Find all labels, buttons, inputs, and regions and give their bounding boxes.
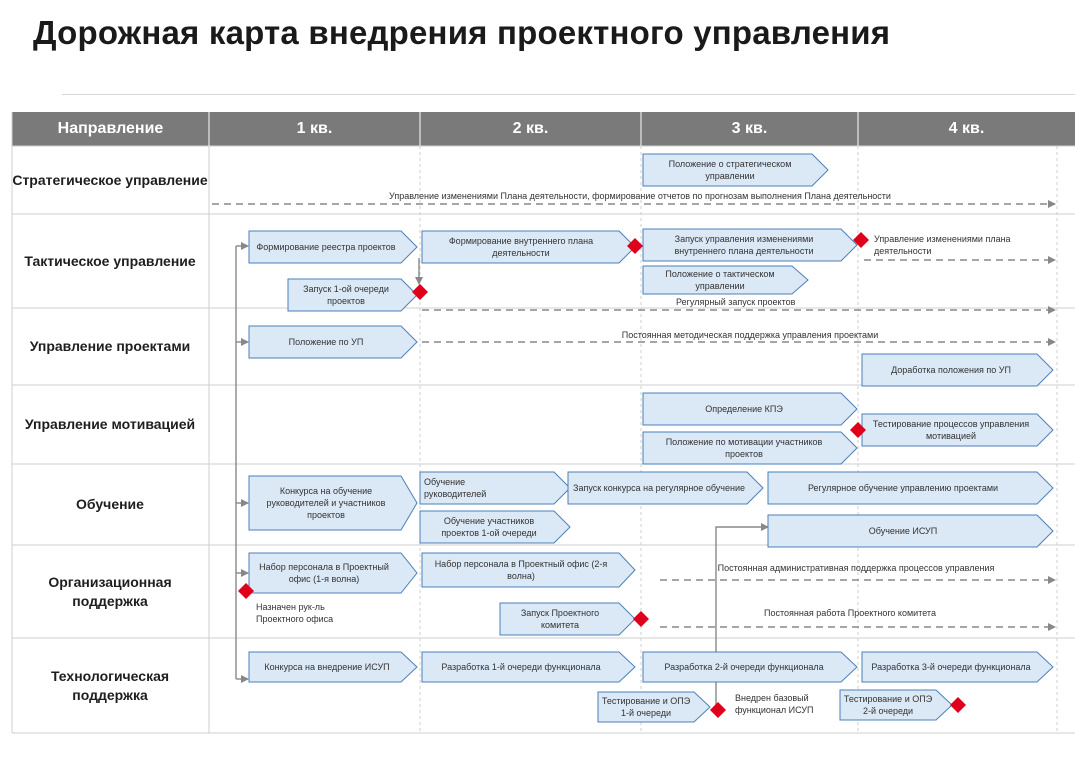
activity-boxes: [248, 153, 1054, 723]
box-label: Запуск конкурса на регулярное обучение: [573, 483, 745, 493]
box-up-pos: [248, 325, 418, 359]
box-tact-reestr: [248, 230, 418, 264]
note-tact-regul: Регулярный запуск проектов: [676, 297, 796, 307]
box-tact-vnutr: [421, 230, 636, 264]
box-label: Обучение участников проектов 1-ой очеред…: [441, 516, 537, 538]
box-label: Запуск 1-ой очереди проектов: [303, 284, 389, 306]
box-label: Конкурса на внедрение ИСУП: [264, 662, 390, 672]
row-label-strategic: Стратегическое управление: [12, 171, 208, 188]
box-label: Тестирование и ОПЭ 1-й очереди: [601, 696, 691, 718]
box-label: Регулярное обучение управлению проектами: [807, 483, 999, 493]
note-up-line: Постоянная методическая поддержка управл…: [621, 330, 879, 340]
box-mot-kpe: [642, 392, 858, 426]
box-label: Конкурса на обучение руководителей и уча…: [266, 486, 386, 520]
milestone-tech-1: [710, 702, 726, 718]
box-ob-uch: [419, 510, 571, 544]
box-label: Тестирование и ОПЭ 2-й очереди: [843, 694, 933, 716]
box-label: Тестирование процессов управления мотива…: [872, 419, 1030, 441]
milestone-mot: [850, 422, 866, 438]
dashed-arrows: [212, 200, 1056, 631]
note-tech-vnedren: Внедрен базовый функционал ИСУП: [735, 693, 814, 715]
note-tact-upr: Управление изменениями плана деятельност…: [874, 234, 1011, 256]
page-title: Дорожная карта внедрения проектного упра…: [33, 14, 891, 51]
milestone-org-1: [238, 583, 254, 599]
milestone-tact-1: [627, 238, 643, 254]
box-tech-test2: [839, 689, 953, 721]
header-q1: 1 кв.: [296, 120, 333, 137]
note-strat-line: Управление изменениями Плана деятельност…: [389, 191, 891, 201]
header-q2: 2 кв.: [512, 120, 549, 137]
box-ob-zapusk: [567, 471, 764, 505]
header-bar: [12, 112, 1075, 146]
row-label-motivation: Управление мотивацией: [24, 416, 196, 432]
box-tact-pos: [642, 265, 809, 295]
box-label: Положение по мотивации участников проект…: [665, 437, 823, 459]
box-label: Формирование внутреннего плана деятельно…: [448, 236, 594, 258]
row-label-org-support: Организационная поддержка: [48, 573, 172, 609]
box-label: Разработка 1-й очереди функционала: [441, 662, 601, 672]
box-label: Формирование реестра проектов: [256, 242, 396, 252]
milestone-tact-3: [412, 284, 428, 300]
box-org-nabor2: [421, 552, 636, 588]
box-label: Запуск управления изменениями внутреннег…: [674, 234, 814, 256]
row-label-training: Обучение: [76, 496, 144, 512]
row-label-tactical: Тактическое управление: [24, 252, 196, 269]
header-direction: Направление: [57, 120, 164, 137]
box-ob-regul: [767, 471, 1054, 505]
box-tact-zapusk1: [287, 278, 418, 312]
header-q3: 3 кв.: [731, 120, 768, 137]
box-label: Доработка положения по УП: [891, 365, 1011, 375]
box-org-komitet: [499, 602, 636, 636]
connectors: [235, 242, 769, 712]
box-label: Разработка 2-й очереди функционала: [664, 662, 824, 672]
milestone-tech-2: [950, 697, 966, 713]
row-label-projects: Управление проектами: [29, 338, 191, 354]
note-org-naznach: Назначен рук-ль Проектного офиса: [256, 602, 334, 624]
box-tech-konkurs: [248, 651, 418, 683]
box-label: Обучение руководителей: [424, 477, 487, 499]
box-tech-razr2: [642, 651, 858, 683]
box-tech-test1: [597, 691, 711, 723]
box-tact-zapusk-upr: [642, 228, 858, 262]
box-ob-ruk: [419, 471, 571, 505]
box-label: Обучение ИСУП: [868, 526, 938, 536]
box-label: Положение по УП: [288, 337, 364, 347]
box-label: Положение о тактическом управлении: [665, 269, 775, 291]
box-label: Положение о стратегическом управлении: [668, 159, 792, 181]
box-tech-razr1: [421, 651, 636, 683]
box-label: Запуск Проектного комитета: [520, 608, 600, 630]
box-mot-test: [861, 413, 1054, 447]
box-ob-isup: [767, 514, 1054, 548]
box-up-dorab: [861, 353, 1054, 387]
box-ob-konkurs: [248, 475, 418, 531]
header-q4: 4 кв.: [948, 120, 985, 137]
box-label: Разработка 3-й очереди функционала: [871, 662, 1031, 672]
box-label: Набор персонала в Проектный офис (1-я во…: [259, 562, 389, 584]
milestone-diamonds: [238, 232, 966, 718]
box-strat-pos: [642, 153, 829, 187]
box-label: Определение КПЭ: [705, 404, 783, 414]
box-label: Набор персонала в Проектный офис (2-я во…: [434, 559, 608, 581]
milestone-org-2: [633, 611, 649, 627]
note-org-admin: Постоянная административная поддержка пр…: [717, 563, 995, 573]
title-divider: [62, 94, 1075, 95]
row-label-tech-support: Технологическая поддержка: [50, 667, 170, 703]
note-org-komitet: Постоянная работа Проектного комитета: [764, 608, 936, 618]
milestone-tact-2: [853, 232, 869, 248]
box-tech-razr3: [861, 651, 1054, 683]
box-mot-pos: [642, 431, 858, 465]
